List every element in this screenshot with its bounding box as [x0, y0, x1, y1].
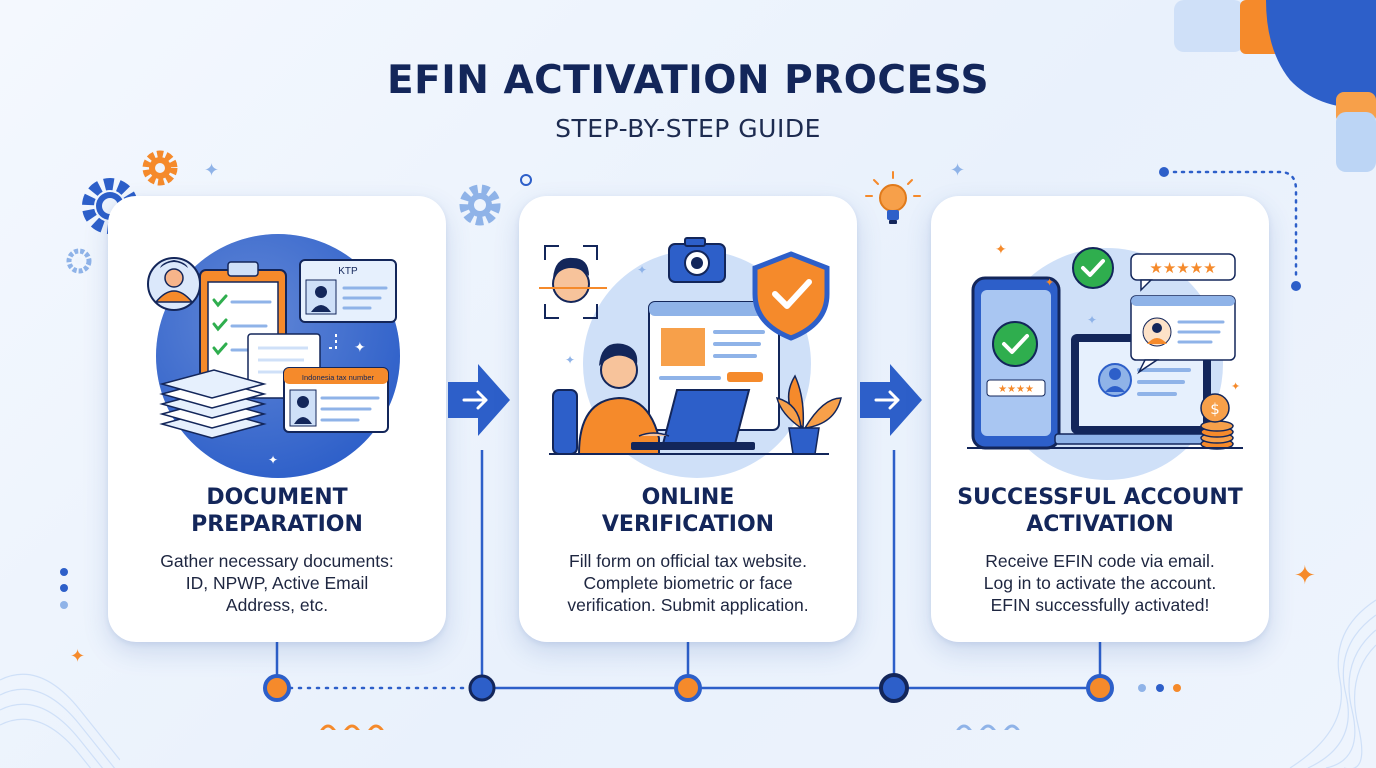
successful-activation-illustration: ★★★★ ★★★★★	[967, 242, 1243, 480]
step-title: DOCUMENT PREPARATION	[191, 485, 363, 537]
svg-text:✦: ✦	[565, 353, 575, 367]
ktp-label: KTP	[338, 266, 358, 277]
coin-stack-icon: $	[1200, 393, 1234, 450]
arrow-right-icon	[860, 364, 922, 436]
page-subtitle: STEP-BY-STEP GUIDE	[555, 114, 821, 143]
corner-decoration	[1174, 0, 1376, 172]
step-description: Receive EFIN code via email. Log in to a…	[983, 551, 1217, 615]
id-card-icon: KTP	[299, 259, 397, 323]
plant-icon	[775, 374, 842, 455]
svg-text:✦: ✦	[995, 242, 1007, 258]
document-stack-icon	[159, 369, 267, 439]
shield-check-icon	[752, 251, 830, 341]
rating-stars-icon: ★★★★★	[1130, 253, 1236, 292]
timeline	[263, 450, 1181, 730]
sparkle-icon: ✦	[204, 160, 220, 181]
svg-text:✦: ✦	[268, 453, 278, 467]
svg-text:✦: ✦	[70, 646, 85, 667]
tax-card-label: Indonesia tax number	[302, 373, 375, 382]
step-description: Gather necessary documents: ID, NPWP, Ac…	[160, 551, 394, 615]
svg-text:✦: ✦	[1087, 313, 1097, 327]
gear-icon	[459, 184, 501, 226]
svg-text:✦: ✦	[1045, 276, 1054, 289]
tax-card-icon: Indonesia tax number	[283, 367, 389, 433]
svg-text:✦: ✦	[637, 263, 647, 277]
timeline-node	[263, 673, 1114, 703]
document-preparation-illustration: KTP ✦ Indonesia tax number	[147, 234, 400, 478]
svg-text:✦: ✦	[354, 340, 366, 356]
camera-icon	[668, 237, 726, 283]
svg-text:★★★★★: ★★★★★	[1149, 259, 1216, 277]
step-card-successful-activation: ★★★★ ★★★★★	[931, 196, 1269, 642]
svg-text:$: $	[1210, 400, 1220, 418]
step-description: Fill form on official tax website. Compl…	[567, 551, 809, 615]
arrow-right-icon	[448, 364, 510, 436]
user-avatar-icon	[147, 257, 201, 311]
phone-check-icon: ★★★★	[971, 276, 1061, 450]
left-decoration: ✦	[0, 568, 120, 768]
svg-text:✦: ✦	[1231, 380, 1240, 393]
face-scan-icon	[539, 245, 607, 319]
step-card-online-verification: ✦ ✦ ONLINE VERIFICATION Fill form on off…	[519, 196, 857, 642]
page-title: EFIN ACTIVATION PROCESS	[386, 58, 990, 103]
dotted-path	[1159, 167, 1301, 291]
ring-dot-icon	[520, 174, 532, 186]
step-card-document-preparation: KTP ✦ Indonesia tax number	[108, 196, 446, 642]
right-decoration: ✦	[1289, 561, 1376, 768]
online-verification-illustration: ✦ ✦	[539, 237, 842, 478]
sparkle-icon: ✦	[950, 160, 966, 181]
step-title: ONLINE VERIFICATION	[601, 485, 775, 537]
svg-text:★★★★: ★★★★	[998, 384, 1034, 395]
lightbulb-icon	[865, 171, 921, 224]
step-title: SUCCESSFUL ACCOUNT ACTIVATION	[957, 485, 1243, 537]
svg-text:✦: ✦	[1294, 561, 1316, 591]
